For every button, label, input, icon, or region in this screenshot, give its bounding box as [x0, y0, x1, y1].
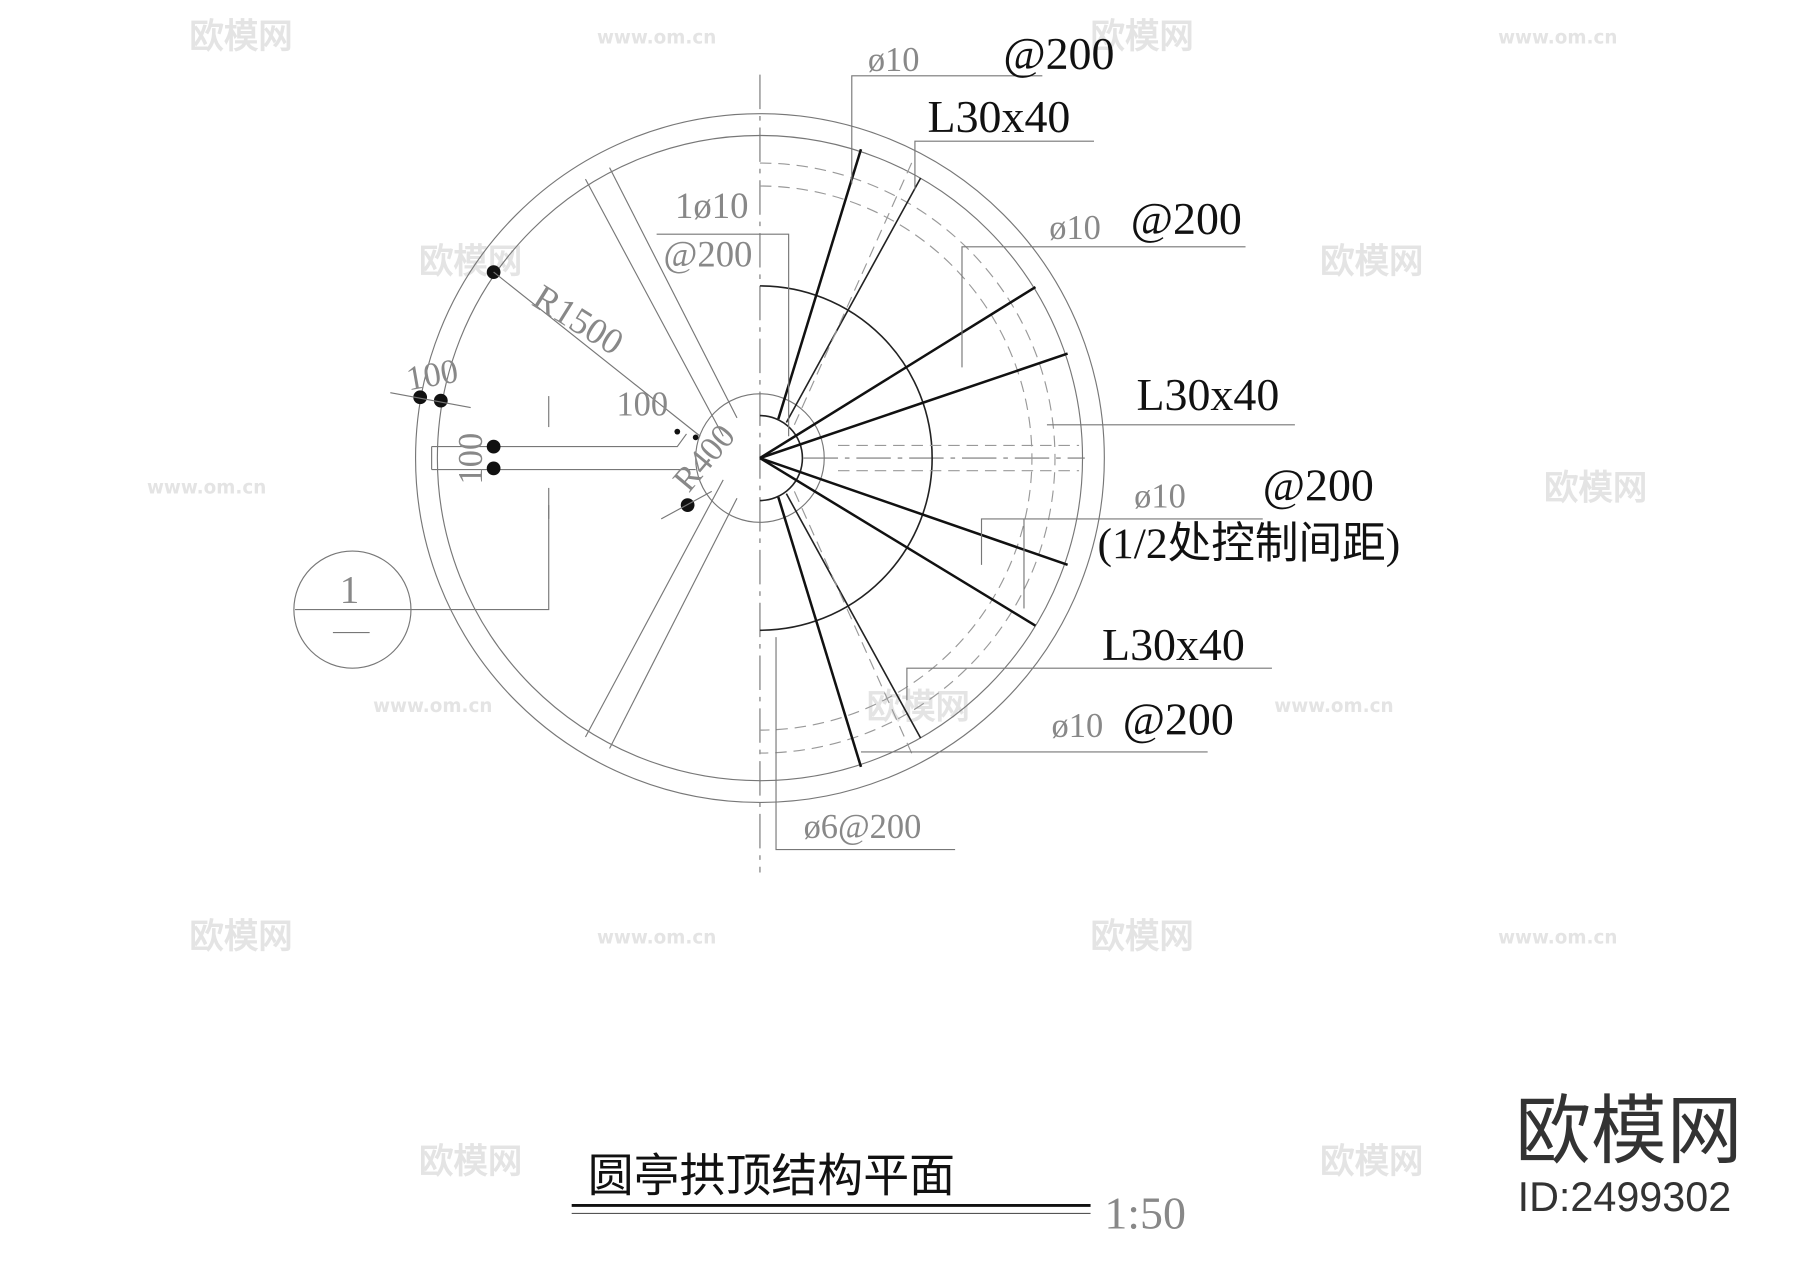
- watermark-brand: 欧模网: [419, 1142, 522, 1182]
- outer-ring: [414, 113, 1105, 804]
- label-bottom-rebar: ø6@200: [804, 808, 922, 846]
- watermark-url: www.om.cn: [373, 696, 492, 717]
- rebar-arc-dashed: [759, 185, 1033, 731]
- section-marker-number: 1: [340, 569, 360, 612]
- watermark-brand: 欧模网: [867, 688, 970, 728]
- watermark-url: www.om.cn: [1498, 28, 1617, 49]
- drawing-title: 圆亭拱顶结构平面: [588, 1151, 955, 1202]
- watermark-brand: 欧模网: [1091, 17, 1194, 57]
- watermark-brand: 欧模网: [1091, 917, 1194, 957]
- label-mid-spacing: @200: [1263, 460, 1374, 511]
- watermark-brand: 欧模网: [419, 242, 522, 282]
- watermark-url: www.om.cn: [1274, 696, 1393, 717]
- watermark-url: www.om.cn: [597, 28, 716, 49]
- label-lower-phi: ø10: [1052, 707, 1104, 745]
- label-top-phi: ø10: [868, 41, 920, 79]
- watermark-url: www.om.cn: [597, 928, 716, 949]
- inner-ring: [436, 134, 1084, 782]
- label-top-spacing: @200: [1003, 28, 1114, 79]
- label-radius-outer: R1500: [526, 276, 631, 363]
- label-lower-spacing: @200: [1123, 694, 1234, 745]
- label-dim-beam: 100: [452, 433, 490, 485]
- annotations: ø10 @200 L30x40 1ø10 @200 ø10 @200 L30x4…: [403, 28, 1400, 846]
- watermark-brand: 欧模网: [189, 17, 292, 57]
- label-mid-phi: ø10: [1134, 477, 1186, 515]
- label-angle-mid: L30x40: [1136, 369, 1279, 420]
- hub-half-circle: [759, 414, 804, 502]
- label-upper-right-phi: ø10: [1049, 209, 1101, 247]
- watermark-brand: 欧模网: [1544, 468, 1647, 508]
- section-marker: [293, 550, 412, 669]
- label-mid-note: (1/2处控制间距): [1097, 520, 1400, 568]
- right-ribs: [759, 148, 1069, 768]
- label-dim-ring: 100: [403, 352, 460, 398]
- watermark-url: www.om.cn: [147, 478, 266, 499]
- drawing-scale: 1:50: [1104, 1187, 1186, 1238]
- inner-half-arc: [759, 285, 933, 632]
- label-dim-hub: 100: [616, 386, 668, 424]
- rebar-arc-dashed: [759, 162, 1056, 754]
- watermark-brand: 欧模网: [189, 917, 292, 957]
- label-left-spacing: @200: [664, 233, 753, 274]
- label-left-phi: 1ø10: [675, 185, 748, 226]
- leader-lines: [295, 75, 1295, 851]
- label-upper-right-spacing: @200: [1131, 193, 1242, 244]
- watermark-layer: 欧模网 欧模网 欧模网 欧模网 欧模网 欧模网 欧模网 欧模网 欧模网 欧模网 …: [147, 17, 1647, 1182]
- left-beams: [431, 167, 738, 749]
- brand-logo: 欧模网: [1515, 1087, 1742, 1175]
- watermark-brand: 欧模网: [1320, 242, 1423, 282]
- watermark-brand: 欧模网: [1320, 1142, 1423, 1182]
- drawing-id: ID:2499302: [1518, 1174, 1732, 1220]
- hub-ring: [695, 393, 825, 523]
- watermark-url: www.om.cn: [1498, 928, 1617, 949]
- label-angle-lower: L30x40: [1102, 619, 1245, 670]
- label-angle-top: L30x40: [928, 91, 1071, 142]
